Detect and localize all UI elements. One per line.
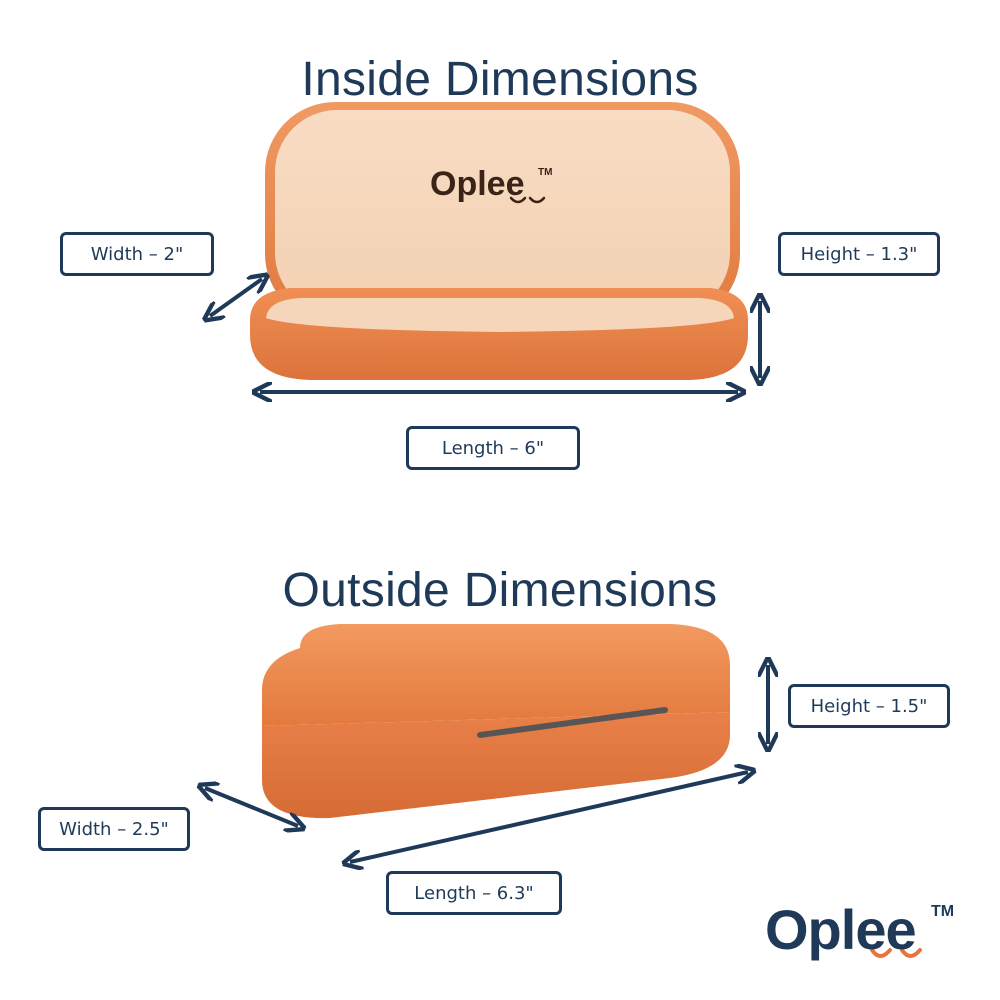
outside-width-arrow xyxy=(205,788,298,826)
brand-glasses-icon xyxy=(870,948,922,958)
closed-case-hinge xyxy=(477,707,668,738)
inside-width-arrow xyxy=(210,279,262,316)
inside-length-label: Length – 6" xyxy=(406,426,580,470)
lid-logo: Oplee TM xyxy=(430,165,570,211)
inside-height-label: Height – 1.3" xyxy=(778,232,940,276)
open-case-base-lining xyxy=(266,298,734,332)
inside-width-label: Width – 2" xyxy=(60,232,214,276)
outside-height-label: Height – 1.5" xyxy=(788,684,950,728)
outside-length-arrow xyxy=(350,772,748,862)
brand-logo-text: Oplee xyxy=(765,898,917,961)
brand-trademark: TM xyxy=(931,903,955,920)
closed-case xyxy=(262,624,730,819)
closed-case-base xyxy=(262,712,730,819)
lid-glasses-icon xyxy=(509,196,546,204)
inside-dimensions-heading: Inside Dimensions xyxy=(301,53,699,106)
open-case xyxy=(250,102,748,380)
lid-logo-text: Oplee xyxy=(430,165,525,203)
open-case-lid-lining xyxy=(275,110,730,315)
closed-case-lid xyxy=(262,624,730,726)
outside-length-label: Length – 6.3" xyxy=(386,871,562,915)
brand-logo: Oplee TM xyxy=(765,895,985,975)
outside-dimensions-heading: Outside Dimensions xyxy=(282,564,718,617)
lid-logo-trademark: TM xyxy=(538,167,553,178)
outside-width-label: Width – 2.5" xyxy=(38,807,190,851)
